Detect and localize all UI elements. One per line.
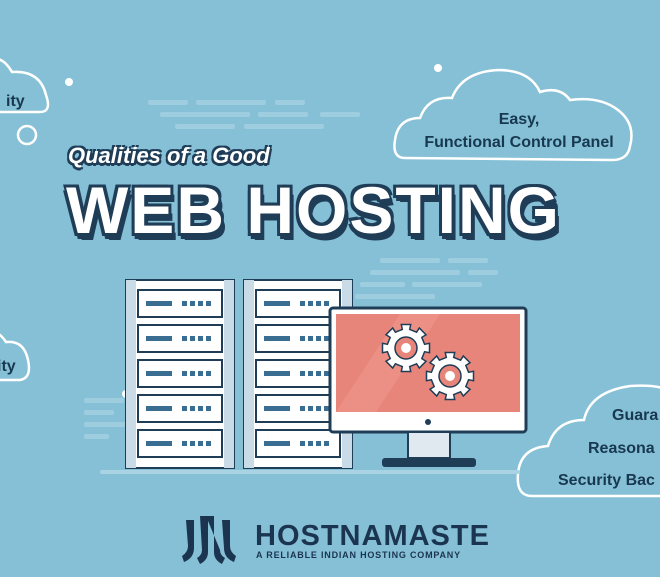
decor-dot: [434, 64, 442, 72]
cloud-top-left-text: ity: [6, 93, 25, 110]
gear-icon: [381, 323, 431, 373]
decor-dot: [65, 78, 73, 86]
cloud-top-right-line2: Functional Control Panel: [424, 134, 614, 151]
cloud-top-right-line1: Easy,: [498, 111, 540, 128]
cloud-bottom-right-line3: Security Bac: [558, 472, 655, 489]
cloud-icon: [393, 68, 633, 162]
cloud-icon: [0, 58, 50, 114]
banner-title: WEB HOSTING: [66, 173, 561, 247]
decor-ring: [16, 124, 38, 146]
cloud-icon: [0, 333, 31, 382]
gear-icon: [425, 351, 475, 401]
cloud-icon: [516, 384, 660, 498]
banner-subtitle: Qualities of a Good: [68, 143, 270, 168]
ground-line: [100, 470, 520, 474]
cloud-bottom-right-line2: Reasona: [588, 440, 655, 457]
brand-tagline: A RELIABLE INDIAN HOSTING COMPANY: [256, 550, 461, 560]
cloud-bottom-right-line1: Guara: [612, 407, 659, 424]
power-dot: [425, 419, 431, 425]
brand-name: HOSTNAMASTE: [255, 520, 490, 552]
monitor-base: [382, 458, 476, 467]
cloud-mid-left-text: ity: [0, 358, 16, 375]
